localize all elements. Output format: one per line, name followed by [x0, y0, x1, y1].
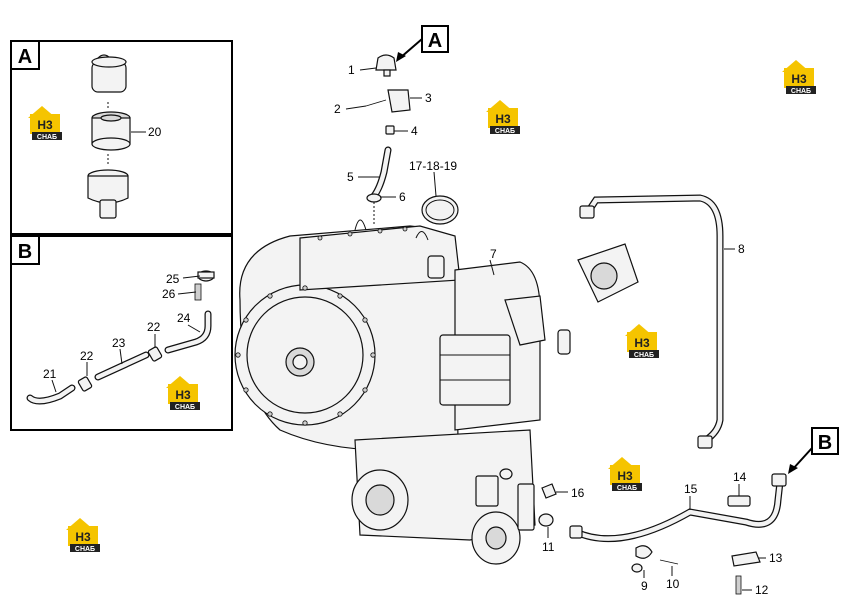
detail-a-label: A: [18, 46, 32, 68]
callout-24: 24: [177, 311, 191, 325]
callout-14: 14: [733, 470, 747, 484]
callout-21: 21: [43, 367, 57, 381]
main-callouts: 1 2 3 4 5 6 17-18-19 7 8 9 10 11 12 13 1…: [334, 63, 783, 597]
callout-25: 25: [166, 272, 180, 286]
clamp-parts: [475, 468, 761, 595]
pipe-15: [569, 473, 787, 543]
detail-b-panel: B 25 26 24 22 23 22 21: [10, 235, 233, 431]
callout-12: 12: [755, 583, 769, 597]
callout-4: 4: [411, 124, 418, 138]
flywheel-bolts: [235, 226, 408, 426]
marker-b: B: [788, 427, 839, 474]
transmission-housing: [234, 219, 639, 565]
callout-16: 16: [571, 486, 585, 500]
callout-10: 10: [666, 577, 680, 591]
svg-text:H3: H3: [75, 530, 91, 544]
svg-text:H3: H3: [495, 112, 511, 126]
callout-13: 13: [769, 551, 783, 565]
svg-text:CHAБ: CHAБ: [634, 352, 654, 359]
watermark-logo: H3 CHAБ: [166, 376, 200, 411]
marker-a: A: [396, 25, 449, 62]
watermark-logo: H3 CHAБ: [28, 106, 62, 141]
svg-text:CHAБ: CHAБ: [37, 134, 57, 141]
callout-5: 5: [347, 170, 354, 184]
callout-2: 2: [334, 102, 341, 116]
callout-8: 8: [738, 242, 745, 256]
svg-text:B: B: [818, 432, 832, 454]
o-ring: [421, 195, 459, 225]
svg-text:H3: H3: [791, 72, 807, 86]
callout-17-18-19: 17-18-19: [409, 159, 457, 173]
svg-text:CHAБ: CHAБ: [175, 404, 195, 411]
callout-22-upper: 22: [147, 320, 161, 334]
callout-6: 6: [399, 190, 406, 204]
svg-text:CHAБ: CHAБ: [495, 128, 515, 135]
watermark-logo: H3 CHAБ: [66, 518, 100, 553]
svg-text:A: A: [428, 30, 442, 52]
svg-text:CHAБ: CHAБ: [791, 88, 811, 95]
callout-20: 20: [148, 125, 162, 139]
callout-3: 3: [425, 91, 432, 105]
callout-11: 11: [542, 540, 555, 554]
callout-15: 15: [684, 482, 698, 496]
callout-7: 7: [490, 247, 497, 261]
detail-b-label: B: [18, 241, 32, 263]
breather-cap-exploded: [87, 54, 131, 219]
callout-22-lower: 22: [80, 349, 94, 363]
callout-26: 26: [162, 287, 176, 301]
svg-text:H3: H3: [37, 118, 53, 132]
callout-23: 23: [112, 336, 126, 350]
watermark-logo: H3 CHAБ: [486, 100, 520, 135]
callout-9: 9: [641, 579, 648, 593]
svg-text:CHAБ: CHAБ: [617, 485, 637, 492]
svg-text:H3: H3: [175, 388, 191, 402]
svg-text:H3: H3: [634, 336, 650, 350]
watermark-logo: H3 CHAБ: [625, 324, 659, 359]
callout-1: 1: [348, 63, 355, 77]
watermark-logo: H3 CHAБ: [608, 457, 642, 492]
breather-stack: [365, 54, 411, 226]
breather-hose-exploded: [26, 270, 215, 405]
hose-8: [579, 194, 724, 449]
svg-text:CHAБ: CHAБ: [75, 546, 95, 553]
watermark-logo: H3 CHAБ: [782, 60, 816, 95]
svg-text:H3: H3: [617, 469, 633, 483]
